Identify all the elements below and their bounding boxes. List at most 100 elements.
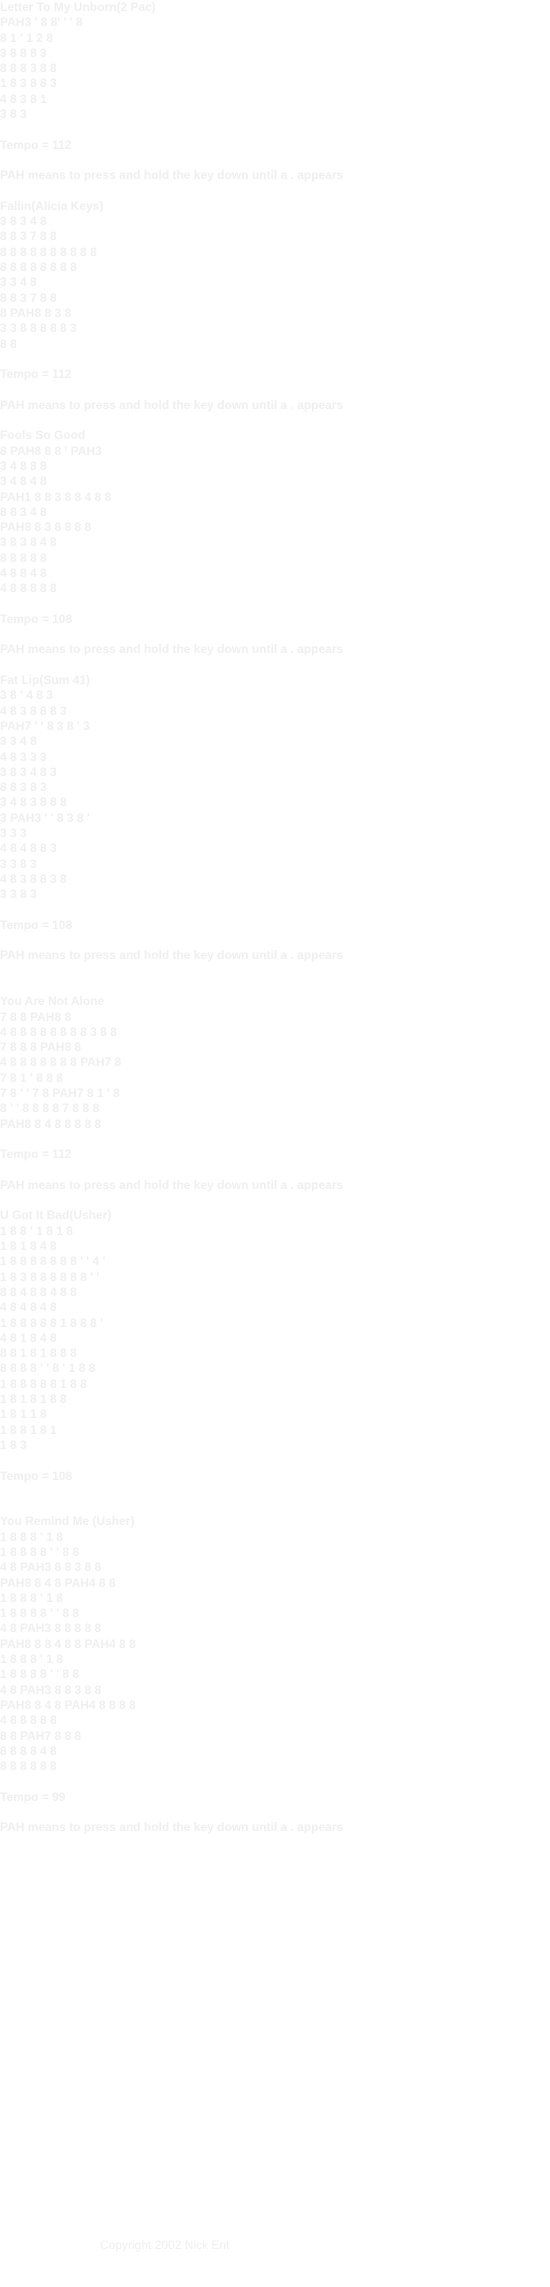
note-line: 3 8 8 8 3 <box>0 45 47 60</box>
spacer <box>0 933 430 948</box>
song-title: You Remind Me (Usher) <box>0 1514 135 1529</box>
note-line: 3 8 ' 4 8 3 <box>0 688 53 703</box>
song-title: Fallin(Alicia Keys) <box>0 198 104 213</box>
note-line: 8 8 8 8 ' ' 8 ' 1 8 8 <box>0 1361 96 1376</box>
note-line: 3 8 3 4 8 3 <box>0 764 57 779</box>
note-line: 1 8 8 8 8 ' ' 8 8 <box>0 1606 80 1621</box>
note-line: 7 8 1 ' 8 8 8 <box>0 1070 63 1085</box>
note-line: 8 8 8 8 8 8 8 8 <box>0 260 77 275</box>
note-line: 3 3 4 8 <box>0 734 37 749</box>
note-line: 4 8 3 8 1 <box>0 91 47 106</box>
note-line: 4 8 3 3 3 <box>0 749 47 764</box>
pah-note: PAH means to press and hold the key down… <box>0 1820 344 1835</box>
note-line: 1 8 1 1 8 <box>0 1407 47 1422</box>
note-line: 4 8 8 8 8 8 8 8 PAH7 8 <box>0 1055 122 1070</box>
tempo-line: Tempo = 108 <box>0 917 73 932</box>
note-line: 1 8 8 8 ' 1 8 <box>0 1590 63 1605</box>
note-line: 8 PAH8 8 3 8 <box>0 305 72 320</box>
spacer <box>0 1193 430 1208</box>
note-line: 8 8 3 4 8 <box>0 504 47 519</box>
note-line: 8 8 3 8 3 <box>0 780 47 795</box>
note-line: PAH8 8 4 8 8 8 8 8 <box>0 1116 102 1131</box>
note-line: 8 8 8 8 8 8 <box>0 1759 57 1774</box>
note-line: 4 8 8 4 8 <box>0 565 47 580</box>
note-line: PAH8 8 4 8 PAH4 8 8 <box>0 1575 116 1590</box>
note-line: 8 8 8 8 8 <box>0 550 47 565</box>
note-line: 8 1 ' 1 2 8 <box>0 30 53 45</box>
note-line: 1 8 8 1 8 1 <box>0 1422 57 1437</box>
pah-note: PAH means to press and hold the key down… <box>0 948 344 963</box>
song-title: U Got It Bad(Usher) <box>0 1208 112 1223</box>
note-line: 8 8 8 8 4 8 <box>0 1743 57 1758</box>
note-line: 1 8 8 ' 1 8 1 8 <box>0 1223 73 1238</box>
note-line: PAH8 8 8 4 8 8 PAH4 8 8 <box>0 1636 136 1651</box>
spacer <box>0 597 430 612</box>
tempo-line: Tempo = 108 <box>0 1468 73 1483</box>
note-line: 7 8 8 8 PAH8 8 <box>0 1040 82 1055</box>
spacer <box>0 1805 430 1820</box>
note-line: 4 8 4 8 4 8 <box>0 1300 57 1315</box>
note-line: 3 3 4 8 <box>0 275 37 290</box>
note-line: 3 PAH3 ' ' 8 3 8 ' <box>0 810 90 825</box>
tempo-line: Tempo = 112 <box>0 137 72 152</box>
note-line: PAH1 8 8 3 8 8 4 8 8 <box>0 489 112 504</box>
note-line: 3 8 3 8 4 8 <box>0 535 57 550</box>
note-line: 1 8 8 8 ' 1 8 <box>0 1652 63 1667</box>
spacer <box>0 352 430 367</box>
spacer <box>0 153 430 168</box>
note-line: 1 8 1 8 4 8 <box>0 1239 57 1254</box>
note-line: PAH8 8 3 8 8 8 8 <box>0 520 92 535</box>
note-line: PAH8 8 4 8 PAH4 8 8 8 8 <box>0 1697 136 1712</box>
note-line: 8 8 8 8 8 8 8 8 8 8 <box>0 244 97 259</box>
note-line: 1 8 8 8 8 ' ' 8 8 <box>0 1667 80 1682</box>
note-line: 8 PAH8 8 8 ' PAH3 <box>0 443 102 458</box>
note-line: 4 8 PAH3 8 8 3 8 8 <box>0 1682 102 1697</box>
copyright-footer: Copyright 2002 Nick Ent <box>100 2238 230 2252</box>
note-line: 3 8 3 <box>0 107 27 122</box>
note-line: 4 8 8 8 8 8 <box>0 581 57 596</box>
note-line: 8 8 4 8 8 4 8 8 <box>0 1284 77 1299</box>
note-line: 1 8 8 8 8 ' ' 8 8 <box>0 1544 80 1559</box>
note-line: 8 8 <box>0 336 17 351</box>
note-line: 1 8 8 8 8 8 1 8 8 8 ' <box>0 1315 103 1330</box>
note-line: 3 3 8 8 8 8 8 3 <box>0 321 77 336</box>
pah-note: PAH means to press and hold the key down… <box>0 642 344 657</box>
spacer <box>0 184 430 199</box>
spacer <box>0 1499 430 1514</box>
spacer <box>0 1836 430 1867</box>
note-line: 8 8 PAH7 8 8 8 <box>0 1728 82 1743</box>
tempo-line: Tempo = 99 <box>0 1789 66 1804</box>
song-list: Letter To My Unborn(2 Pac)PAH3 ' 8 8' ' … <box>0 0 430 1866</box>
note-line: 3 3 3 <box>0 826 27 841</box>
note-line: 8 8 3 7 8 8 <box>0 229 57 244</box>
spacer <box>0 1453 430 1468</box>
tempo-line: Tempo = 112 <box>0 1147 72 1162</box>
spacer <box>0 627 430 642</box>
song-title: You Are Not Alone <box>0 994 105 1009</box>
spacer <box>0 658 430 673</box>
spacer <box>0 964 430 995</box>
spacer <box>0 382 430 397</box>
note-line: 3 4 8 3 8 8 8 <box>0 795 67 810</box>
song-title: Fools So Good <box>0 428 86 443</box>
pah-note: PAH means to press and hold the key down… <box>0 1177 344 1192</box>
note-line: 7 8 8 PAH8 8 <box>0 1009 72 1024</box>
note-line: 1 8 1 8 1 8 8 <box>0 1392 67 1407</box>
note-line: 4 8 8 8 8 8 <box>0 1713 57 1728</box>
note-line: 4 8 8 8 8 8 8 8 8 3 8 8 <box>0 1024 117 1039</box>
note-line: 3 8 3 4 8 <box>0 214 47 229</box>
note-line: 8 8 8 3 8 8 <box>0 61 57 76</box>
note-line: 4 8 1 8 4 8 <box>0 1330 57 1345</box>
spacer <box>0 122 430 137</box>
note-line: 1 8 8 8 8 8 8 8 ' ' 4 ' <box>0 1254 106 1269</box>
spacer <box>0 1163 430 1178</box>
note-line: 1 8 3 8 8 8 8 8 8 ' ' <box>0 1269 100 1284</box>
note-line: 1 8 8 8 ' 1 8 <box>0 1529 63 1544</box>
note-line: 3 4 8 8 8 <box>0 458 47 473</box>
